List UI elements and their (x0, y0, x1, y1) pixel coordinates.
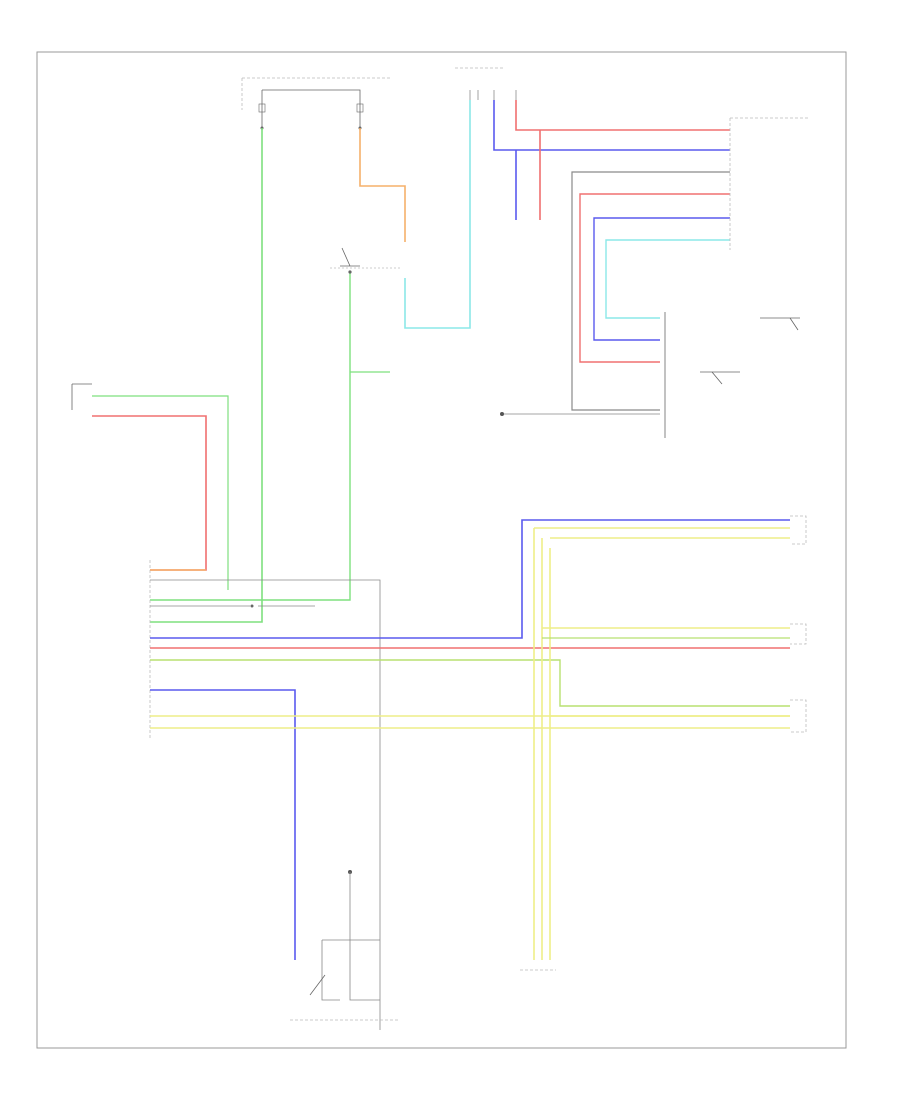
right-sensor-connectors (790, 515, 807, 733)
wire-blue-shift (593, 217, 730, 341)
wire-cyan-auto (605, 239, 730, 319)
wire-blue-top (493, 100, 730, 151)
bottom-ground-switch (290, 870, 398, 1021)
wire-red-top (515, 100, 730, 131)
wire-cyan-loop (404, 100, 471, 329)
brake-switch (330, 247, 400, 274)
wire-blue-cu (150, 519, 790, 639)
wire-gray-shift (571, 171, 730, 411)
wire-red-sensor (92, 415, 207, 571)
wire-green-sensor (92, 395, 229, 590)
wire-orange-fuse2 (359, 128, 406, 242)
wire-red-cancel (579, 193, 730, 363)
wire-blue-cu-lower (150, 689, 296, 960)
wire-gray-cu2 (150, 579, 381, 1030)
wire-green-ign-main (150, 128, 263, 623)
wire-green-switch (150, 272, 351, 601)
wire-yellowgreen-cu (150, 659, 790, 707)
transmission-range-connector (455, 67, 517, 100)
diagram-frame (36, 51, 847, 1049)
cruise-switch-cluster (700, 317, 800, 385)
brake-sensor (71, 383, 92, 410)
right-connector-top (729, 117, 810, 250)
fuse-block (241, 77, 390, 130)
